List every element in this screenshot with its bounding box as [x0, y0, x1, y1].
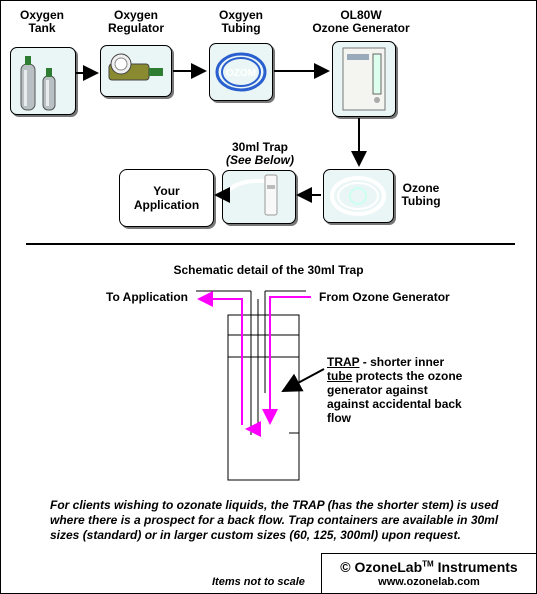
ozone-generator-image	[332, 41, 396, 117]
brand-box: © OzoneLabTM Instruments www.ozonelab.co…	[321, 553, 536, 593]
trap-image	[222, 170, 296, 224]
trap-description: TRAP - shorter inner tube protects the o…	[327, 355, 463, 425]
section-divider	[26, 243, 515, 245]
footnote: For clients wishing to ozonate liquids, …	[50, 498, 499, 542]
flow-out	[197, 291, 243, 425]
trap-container	[227, 314, 300, 481]
trap-label: 30ml Trap (See Below)	[225, 140, 294, 167]
brand-url: www.ozonelab.com	[378, 576, 480, 588]
ozone-tubing-image	[323, 169, 394, 223]
trap-cap	[227, 334, 300, 358]
oxygen-tank-image	[10, 47, 76, 115]
flow-in	[262, 296, 311, 425]
oxygen-tubing-image: OZOM	[209, 43, 273, 101]
scale-note: Items not to scale	[212, 576, 305, 588]
tubing-logo: OZOM	[226, 68, 256, 79]
oxygen-regulator-image	[100, 45, 172, 97]
to-application-label: To Application	[106, 290, 188, 304]
brand-name: © OzoneLabTM Instruments	[340, 559, 518, 575]
trap-pointer-arrow	[281, 368, 325, 392]
from-ozone-generator-label: From Ozone Generator	[319, 290, 450, 304]
schematic-title: Schematic detail of the 30ml Trap	[173, 263, 364, 277]
